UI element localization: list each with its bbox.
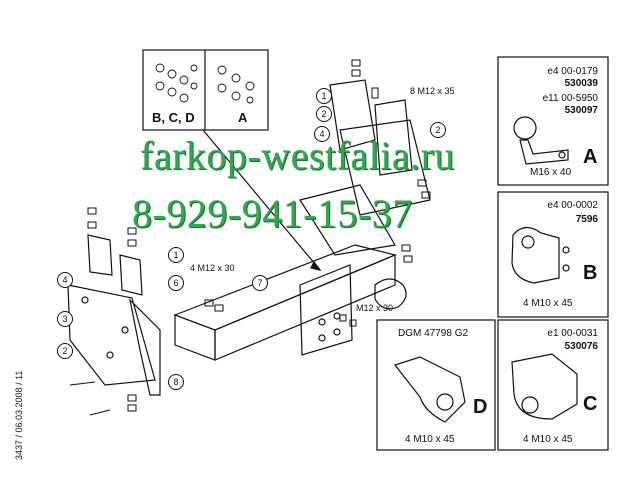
- panel-a-code: 530039: [564, 78, 598, 89]
- panel-d-bolts: 4 M10 x 45: [405, 434, 455, 445]
- part-number-2b: 2: [430, 122, 446, 138]
- panel-b-bolts: 4 M10 x 45: [523, 298, 573, 309]
- panel-a-code-2: 530097: [564, 105, 598, 116]
- part-number-2: 2: [316, 106, 332, 122]
- panel-c-approval: e1 00-0031: [547, 328, 598, 339]
- panel-a-bolts: M16 x 40: [530, 167, 572, 178]
- part-number-3: 3: [57, 311, 73, 327]
- part-number-2c: 2: [57, 343, 73, 359]
- panel-c-letter: C: [583, 393, 598, 415]
- side-note: 3437 / 06.03.2008 / 11: [14, 370, 24, 460]
- bolt-label-left: 4 M12 x 30: [190, 263, 235, 273]
- panel-d-box: [376, 319, 496, 451]
- panel-c-box: [497, 319, 609, 451]
- panel-b-box: [497, 191, 609, 318]
- part-number-4b: 4: [57, 272, 73, 288]
- bolt-label-top: 8 M12 x 35: [410, 86, 455, 96]
- watermark-site: farkop-westfalia.ru: [140, 133, 455, 178]
- part-number-4: 4: [314, 126, 330, 142]
- panel-a-box: [497, 56, 609, 186]
- part-number-8: 8: [168, 374, 184, 390]
- panel-b-code: 7596: [575, 214, 598, 225]
- panel-a-approval: e4 00-0179: [547, 66, 598, 77]
- crossbar: [173, 244, 397, 331]
- panel-c-bolts: 4 M10 x 45: [523, 434, 573, 445]
- right-bracket-2: [374, 99, 413, 176]
- right-bracket-1: [329, 79, 376, 151]
- bolt-label-bottom: M12 x 30: [356, 303, 394, 313]
- watermark-phone: 8-929-941-15-37: [132, 191, 413, 236]
- panel-d-hook-icon: [393, 356, 466, 423]
- panel-d-name: DGM 47798 G2: [398, 328, 469, 339]
- panel-a-ball-icon: [513, 116, 537, 140]
- left-bracket: [67, 284, 156, 386]
- panel-b-letter: B: [583, 262, 598, 284]
- panel-a-letter: A: [583, 146, 598, 168]
- panel-c-coupling-icon: [511, 353, 578, 420]
- part-number-6: 6: [168, 275, 184, 291]
- panel-b-approval: e4 00-0002: [547, 200, 598, 211]
- panel-b-coupling-icon: [511, 226, 560, 284]
- part-number-1: 1: [316, 88, 332, 104]
- inset-label-a: A: [238, 110, 248, 125]
- part-number-1b: 1: [168, 247, 184, 263]
- part-number-7: 7: [252, 275, 268, 291]
- panel-a-approval-2: e11 00-5950: [542, 93, 598, 104]
- panel-c-code: 530076: [564, 341, 598, 352]
- panel-d-letter: D: [473, 396, 488, 418]
- inset-label-bcd: B, C, D: [152, 110, 195, 125]
- mount-plate: [299, 264, 353, 356]
